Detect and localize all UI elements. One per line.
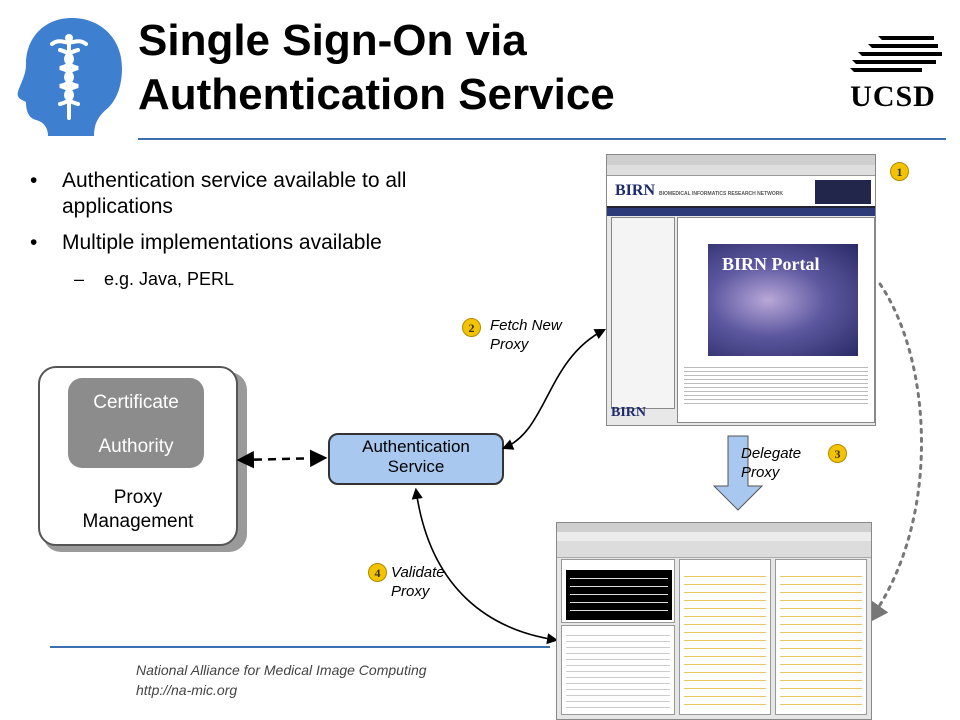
validate-line-1: Validate bbox=[391, 564, 445, 581]
fetch-line-2: Proxy bbox=[490, 336, 529, 353]
sub-bullet-text: e.g. Java, PERL bbox=[104, 269, 235, 289]
browser-titlebar bbox=[607, 155, 875, 165]
fetch-proxy-label: Fetch New Proxy bbox=[490, 316, 562, 354]
grid-toolbar bbox=[557, 541, 871, 558]
grid-message-panel bbox=[561, 559, 675, 623]
grid-console bbox=[566, 570, 672, 620]
birn-login-panel bbox=[815, 180, 871, 204]
sub-bullet-item: – e.g. Java, PERL bbox=[20, 266, 520, 292]
delegate-line-1: Delegate bbox=[741, 445, 802, 462]
slide-footer: National Alliance for Medical Image Comp… bbox=[136, 660, 427, 700]
delegate-down-arrow bbox=[712, 435, 764, 511]
caduceus-knob-icon bbox=[65, 34, 73, 42]
validate-proxy-label: Validate Proxy bbox=[391, 563, 445, 601]
bullet-list: • Authentication service available to al… bbox=[20, 168, 520, 292]
bullet-text: Authentication service available to all … bbox=[62, 169, 407, 218]
na-mic-head-logo bbox=[17, 18, 123, 136]
grid-menubar bbox=[557, 532, 871, 541]
pm-line-1: Proxy bbox=[113, 487, 163, 508]
validate-proxy-arrow bbox=[411, 487, 559, 645]
bullet-item: • Multiple implementations available bbox=[20, 230, 520, 256]
step-badge-3: 3 bbox=[828, 444, 847, 463]
footer-divider bbox=[50, 646, 550, 648]
certificate-authority-box: Certificate Authority bbox=[68, 378, 204, 468]
birn-login-sidebar bbox=[611, 217, 675, 409]
bullet-dot-icon: • bbox=[30, 169, 38, 192]
auth-line-2: Service bbox=[387, 457, 445, 476]
grid-download-panel bbox=[561, 625, 675, 715]
authentication-service-box: Authentication Service bbox=[328, 433, 504, 485]
title-line-2: Authentication Service bbox=[138, 70, 615, 119]
fetch-line-1: Fetch New bbox=[490, 317, 562, 334]
birn-portal-image bbox=[708, 244, 858, 356]
dashed-proxy-arrow bbox=[236, 449, 328, 469]
slide-title: Single Sign-On via Authentication Servic… bbox=[138, 14, 758, 122]
bullet-dot-icon: • bbox=[30, 231, 38, 254]
fetch-proxy-arrow bbox=[501, 328, 606, 450]
grid-remote-panel bbox=[679, 559, 771, 715]
bullet-item: • Authentication service available to al… bbox=[20, 168, 520, 220]
birn-logo-text: BIRN bbox=[615, 182, 656, 199]
ca-line-1: Certificate bbox=[93, 392, 179, 413]
pm-line-2: Management bbox=[82, 511, 194, 532]
dash-icon: – bbox=[74, 269, 85, 289]
ucsd-emblem-icon bbox=[850, 36, 942, 72]
footer-org: National Alliance for Medical Image Comp… bbox=[136, 662, 427, 678]
auth-line-1: Authentication bbox=[362, 437, 470, 456]
validate-line-2: Proxy bbox=[391, 583, 430, 600]
ucsd-wordmark: UCSD bbox=[850, 80, 936, 113]
step-badge-1: 1 bbox=[890, 162, 909, 181]
title-line-1: Single Sign-On via bbox=[138, 16, 527, 65]
grid-client-screenshot bbox=[556, 522, 872, 720]
delegate-proxy-label: Delegate Proxy bbox=[741, 444, 801, 482]
ca-line-2: Authority bbox=[98, 436, 174, 457]
caduceus-icon bbox=[50, 39, 88, 120]
birn-nav-bar bbox=[607, 208, 875, 216]
title-divider bbox=[138, 138, 946, 140]
grid-titlebar bbox=[557, 523, 871, 532]
delegate-line-2: Proxy bbox=[741, 464, 780, 481]
dotted-browser-arrow bbox=[867, 282, 923, 624]
proxy-management-label: Proxy Management bbox=[40, 486, 236, 534]
birn-main-content: BIRN Portal bbox=[677, 217, 875, 423]
step-badge-2: 2 bbox=[462, 318, 481, 337]
birn-subtitle: BIOMEDICAL INFORMATICS RESEARCH NETWORK bbox=[659, 191, 783, 197]
birn-footer-logo: BIRN bbox=[611, 405, 647, 420]
browser-toolbar bbox=[607, 165, 875, 176]
step-badge-4: 4 bbox=[368, 563, 387, 582]
birn-body-text bbox=[684, 364, 868, 404]
ucsd-logo: UCSD bbox=[838, 30, 948, 120]
grid-local-panel bbox=[775, 559, 867, 715]
bullet-text: Multiple implementations available bbox=[62, 231, 382, 254]
birn-portal-text: BIRN Portal bbox=[722, 254, 820, 274]
footer-url: http://na-mic.org bbox=[136, 682, 238, 698]
